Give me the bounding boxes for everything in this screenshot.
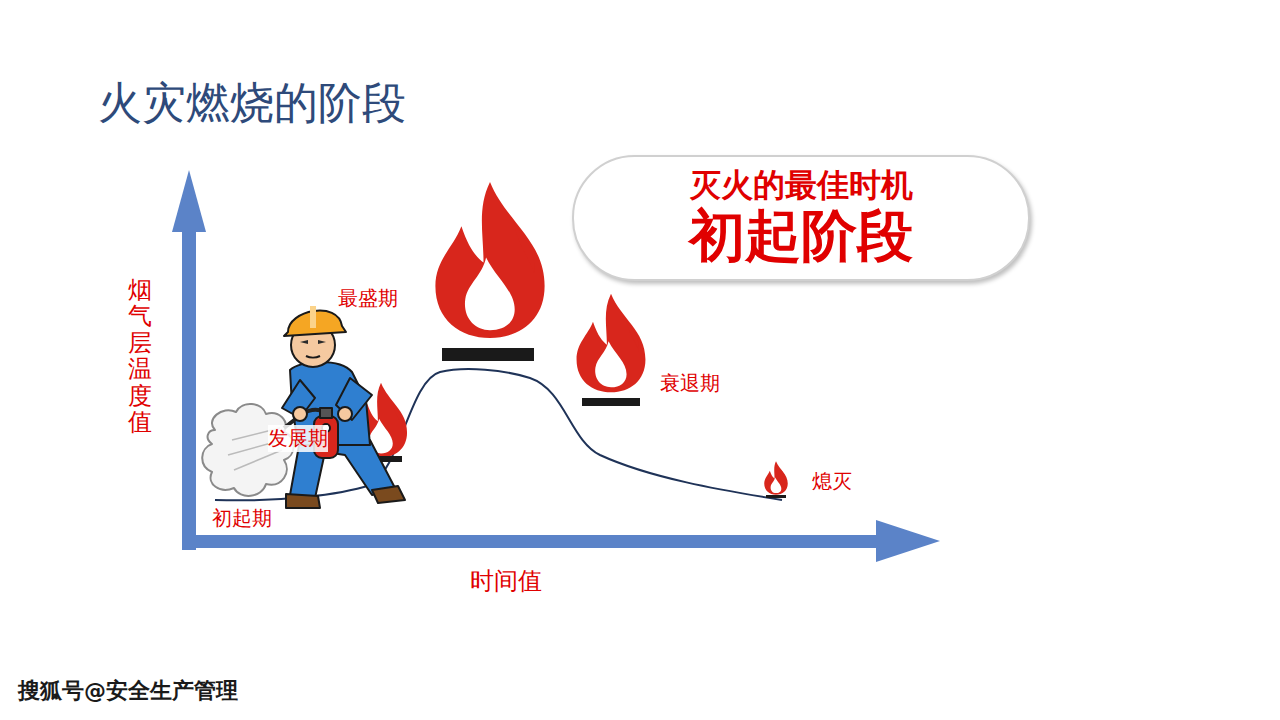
axis-label: 时间值 [470, 565, 542, 597]
flame-peak [435, 182, 544, 361]
stage-label: 发展期 [268, 425, 328, 452]
slide-title: 火灾燃烧的阶段 [98, 74, 406, 133]
stage-label: 最盛期 [338, 285, 398, 312]
callout-box: 灭火的最佳时机初起阶段 [572, 155, 1030, 280]
temperature-curve [215, 369, 782, 500]
callout-main-text: 初起阶段 [689, 204, 913, 268]
axis-label: 烟气层温度值 [128, 277, 152, 435]
callout-heading: 灭火的最佳时机 [689, 167, 913, 204]
flame-decline [577, 294, 646, 406]
firefighter [202, 306, 405, 508]
flame-out [764, 461, 788, 498]
stage-label: 初起期 [212, 505, 272, 532]
stage-label: 衰退期 [660, 370, 720, 397]
axes [172, 170, 940, 562]
stage-label: 熄灭 [812, 468, 852, 495]
watermark: 搜狐号@安全生产管理 [18, 676, 238, 706]
